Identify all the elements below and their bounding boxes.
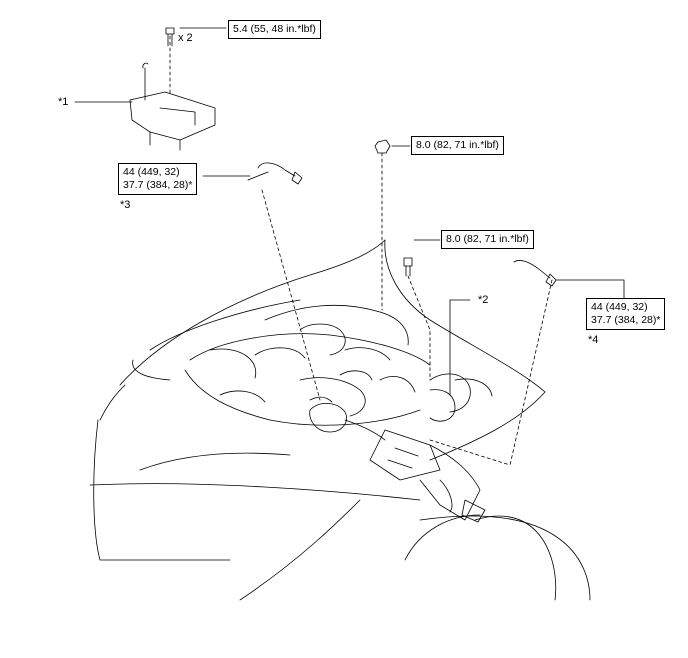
bolt-icon bbox=[165, 27, 175, 47]
leader-lines bbox=[74, 27, 625, 396]
torque-box-sensor-4: 44 (449, 32) 37.7 (384, 28)* bbox=[586, 298, 666, 330]
torque-value: 8.0 (82, 71 in.*lbf) bbox=[446, 233, 529, 245]
callout-4: *4 bbox=[588, 334, 599, 346]
torque-value-line-1: 44 (449, 32) bbox=[591, 301, 648, 313]
torque-value-line-2: 37.7 (384, 28)* bbox=[123, 179, 193, 191]
engine-components bbox=[184, 304, 493, 426]
quantity-label: x 2 bbox=[178, 32, 193, 44]
exhaust-manifold bbox=[309, 389, 486, 523]
callout-1: *1 bbox=[58, 96, 69, 108]
vehicle-body-outline bbox=[89, 239, 591, 601]
nut-icon bbox=[374, 139, 391, 311]
torque-box-2: 8.0 (82, 71 in.*lbf) bbox=[411, 136, 504, 155]
torque-box-3: 8.0 (82, 71 in.*lbf) bbox=[441, 230, 534, 249]
torque-value-line-1: 44 (449, 32) bbox=[123, 166, 180, 178]
callout-2: *2 bbox=[478, 294, 489, 306]
oxygen-sensor-4 bbox=[429, 260, 557, 466]
torque-value-line-2: 37.7 (384, 28)* bbox=[591, 314, 661, 326]
torque-value: 5.4 (55, 48 in.*lbf) bbox=[233, 23, 316, 35]
torque-value: 8.0 (82, 71 in.*lbf) bbox=[416, 139, 499, 151]
callout-3: *3 bbox=[120, 199, 131, 211]
torque-box-1: 5.4 (55, 48 in.*lbf) bbox=[228, 20, 321, 39]
bolt-2-icon bbox=[403, 257, 431, 381]
bracket-part bbox=[129, 35, 216, 151]
oxygen-sensor-3 bbox=[247, 162, 321, 401]
torque-box-sensor-3: 44 (449, 32) 37.7 (384, 28)* bbox=[118, 163, 198, 195]
